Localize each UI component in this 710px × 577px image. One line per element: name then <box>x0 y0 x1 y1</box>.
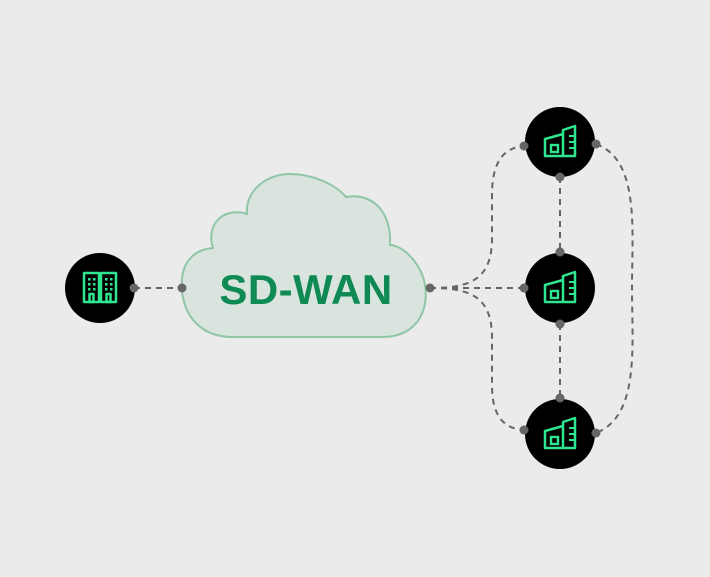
connection-dot <box>519 141 529 151</box>
connection-dot <box>591 428 601 438</box>
connection-dot <box>555 393 565 403</box>
cloud-label: SD-WAN <box>219 266 392 313</box>
connection-dot <box>129 283 139 293</box>
node-hq[interactable] <box>65 253 135 323</box>
sd-wan-cloud <box>180 172 427 338</box>
connection-dot <box>177 283 187 293</box>
connection-dot <box>555 247 565 257</box>
connection-dot <box>425 283 435 293</box>
connector-cloud-branch-1 <box>429 145 526 289</box>
office-building-icon <box>82 271 118 304</box>
connection-dot <box>555 319 565 329</box>
connection-dot <box>519 425 529 435</box>
connection-dot <box>591 139 601 149</box>
connection-dot <box>555 172 565 182</box>
node-branch-3[interactable] <box>525 399 595 469</box>
node-branch-1[interactable] <box>525 107 595 177</box>
connection-dot <box>519 283 529 293</box>
node-branch-2[interactable] <box>525 253 595 323</box>
connector-cloud-branch-3 <box>429 287 526 431</box>
connector-branch-1-branch-3 <box>595 143 634 434</box>
